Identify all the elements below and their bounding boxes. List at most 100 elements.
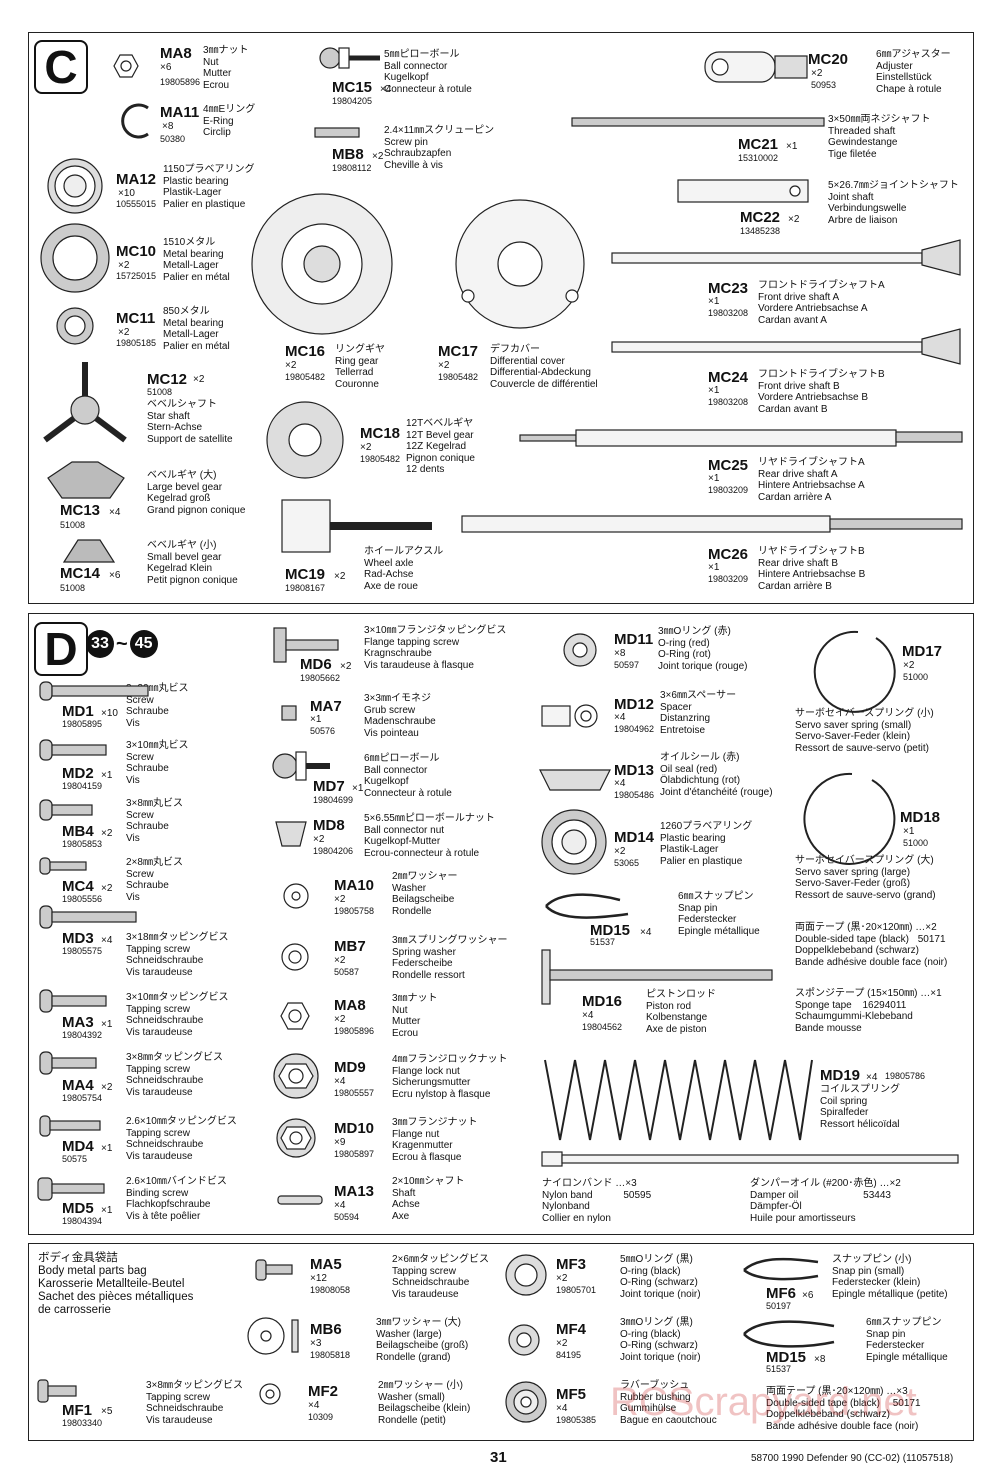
part-quantity: ×2: [334, 1014, 346, 1025]
part-number: 19805853: [62, 839, 103, 849]
part-code: MF1: [62, 1402, 92, 1419]
description-line: Vis: [126, 832, 140, 844]
part-code: MA10: [334, 877, 375, 894]
part-number: 19805758: [334, 906, 375, 916]
part-number: 19805556: [62, 894, 103, 904]
part-number: 19804394: [62, 1216, 103, 1226]
description-line: Vis à tête poêlier: [126, 1210, 201, 1222]
part-quantity: ×2: [340, 661, 352, 672]
description-line: Joint torique (noir): [620, 1288, 701, 1300]
part-code: MD3: [62, 930, 94, 947]
part-quantity: ×1: [101, 770, 113, 781]
part-number: 19805786: [885, 1071, 926, 1081]
part-number: 19803208: [708, 397, 749, 407]
description-line: Vis: [126, 717, 140, 729]
part-number: 19804699: [313, 795, 354, 805]
part-quantity: ×12: [310, 1273, 327, 1284]
description-line: Schneidschraube: [392, 1277, 470, 1288]
description-line: 3×10㎜タッピングビス: [126, 992, 229, 1003]
description-line: 6㎜スナップピン: [866, 1317, 942, 1328]
description-line: Ecru nylstop à flasque: [392, 1088, 491, 1100]
part-code: MF6: [766, 1285, 796, 1302]
part-code: MC23: [708, 280, 749, 297]
description-line: O-ring (red): [658, 637, 710, 649]
description-line: Joint shaft: [828, 191, 874, 203]
description-line: Connecteur à rotule: [384, 83, 472, 95]
part-code: MC15: [332, 79, 373, 96]
description-line: Joint d'étanchéité (rouge): [660, 786, 773, 798]
part-code: MA3: [62, 1014, 94, 1031]
part-code: MD15: [766, 1349, 807, 1366]
description-line: Rear drive shaft B: [758, 557, 839, 569]
description-line: 2㎜ワッシャー: [392, 871, 458, 882]
description-line: Epingle métallique: [678, 925, 760, 937]
description-line: Ecrou-connecteur à rotule: [364, 847, 480, 859]
part-quantity: ×5: [101, 1406, 113, 1417]
part-quantity: ×2: [101, 1082, 113, 1093]
part-code: MC25: [708, 457, 749, 474]
description-line: Servo saver spring (large): [795, 866, 911, 878]
description-line: リヤドライブシャフトA: [758, 457, 865, 468]
part-code: MA13: [334, 1183, 375, 1200]
description-line: Vis taraudeuse: [392, 1288, 459, 1300]
description-line: Metall-Lager: [163, 260, 219, 271]
description-line: Flange tapping screw: [364, 636, 460, 648]
part-quantity: ×4: [380, 84, 392, 95]
part-number: 50594: [334, 1212, 360, 1222]
part-number: 10555015: [116, 199, 157, 209]
part-number: 19804562: [582, 1022, 623, 1032]
description-line: O-ring (black): [620, 1328, 681, 1340]
part-quantity: ×1: [708, 562, 720, 573]
description-line: Ressort de sauve-servo (petit): [795, 742, 929, 754]
part-number: 50953: [811, 80, 837, 90]
description-line: Piston rod: [646, 1000, 692, 1012]
description-line: 1150プラベアリング: [163, 164, 255, 175]
description-line: Ecrou: [392, 1027, 419, 1039]
part-quantity: ×2: [556, 1338, 568, 1349]
part-code: MD14: [614, 829, 655, 846]
part-number: 15310002: [738, 153, 779, 163]
part-quantity: ×2: [903, 660, 915, 671]
description-line: Tellerrad: [335, 367, 374, 378]
description-line: Screw: [126, 694, 154, 706]
part-number: 50576: [310, 726, 336, 736]
description-line: Federstecker: [866, 1340, 925, 1351]
description-line: リングギヤ: [335, 344, 385, 355]
description-line: Federstecker (klein): [832, 1277, 921, 1288]
part-number: 50575: [62, 1154, 88, 1164]
description-line: Schraubzapfen: [384, 148, 452, 159]
description-line: 5㎜ピローボール: [384, 49, 460, 60]
part-code: MC22: [740, 209, 781, 226]
description-line: 2×10㎜シャフト: [392, 1176, 465, 1187]
description-line: 3㎜ワッシャー (大): [376, 1317, 461, 1328]
description-line: Spring washer: [392, 946, 456, 958]
description-line: Gewindestange: [828, 137, 898, 148]
part-number: 50197: [766, 1301, 792, 1311]
description-line: Tapping screw: [146, 1391, 210, 1403]
description-line: 3×6㎜スペーサー: [660, 690, 737, 701]
part-code: MA8: [160, 45, 192, 62]
description-line: 4㎜フランジロックナット: [392, 1054, 508, 1065]
description-line: Nut: [392, 1004, 408, 1016]
description-line: Kolbenstange: [646, 1012, 708, 1023]
part-number: 13485238: [740, 226, 781, 236]
page-number: 31: [490, 1449, 507, 1466]
part-code: MD16: [582, 993, 623, 1010]
part-code: MC16: [285, 343, 326, 360]
